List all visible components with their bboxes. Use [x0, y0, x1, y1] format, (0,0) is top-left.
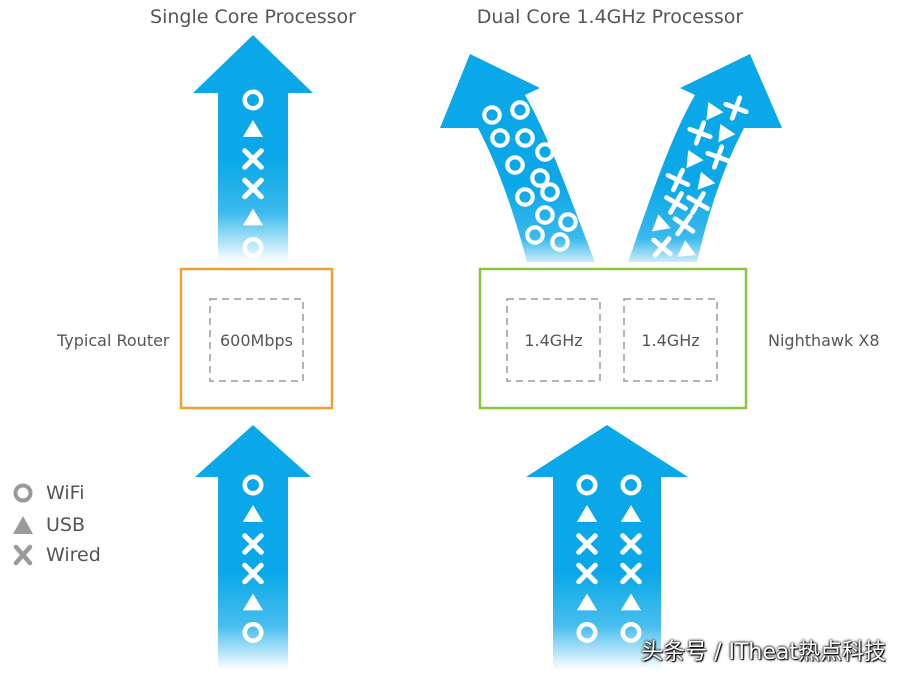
nighthawk-box	[478, 267, 748, 410]
circle-icon	[242, 474, 264, 496]
x-icon	[686, 191, 710, 215]
legend-item-wifi: WiFi	[10, 480, 84, 506]
dual-right-curved-arrow	[628, 54, 782, 262]
x-icon	[242, 148, 264, 170]
triangle-icon	[697, 171, 716, 190]
circle-icon	[242, 237, 264, 258]
circle-icon	[490, 128, 510, 148]
circle-icon	[482, 105, 502, 125]
typical-router-core	[209, 298, 304, 382]
triangle-icon	[677, 240, 697, 257]
x-icon	[705, 144, 731, 170]
x-icon	[242, 533, 264, 555]
x-icon	[576, 562, 598, 585]
circle-icon	[515, 187, 535, 207]
triangle-icon	[10, 514, 36, 536]
legend-label: Wired	[46, 544, 101, 566]
x-icon	[620, 533, 642, 555]
circle-icon	[525, 225, 545, 245]
triangle-icon	[576, 505, 598, 522]
legend-label: USB	[46, 514, 86, 536]
circle-icon	[535, 142, 555, 162]
circle-icon	[540, 182, 560, 202]
circle-icon	[515, 128, 535, 148]
triangle-icon	[242, 120, 264, 137]
x-icon	[665, 167, 691, 193]
x-icon	[620, 562, 642, 585]
x-icon	[242, 562, 264, 585]
triangle-icon	[242, 593, 264, 611]
nighthawk-label: Nighthawk X8	[768, 331, 880, 350]
triangle-icon	[620, 505, 642, 522]
triangle-icon	[242, 208, 264, 226]
typical-router-label: Typical Router	[57, 331, 170, 350]
triangle-icon	[651, 214, 671, 232]
x-icon	[651, 236, 673, 258]
circle-icon	[530, 168, 550, 188]
circle-icon	[242, 622, 264, 643]
triangle-icon	[686, 150, 704, 169]
x-icon	[672, 213, 696, 237]
x-icon	[664, 191, 688, 215]
nighthawk-core-2-speed: 1.4GHz	[641, 331, 700, 350]
circle-icon	[620, 622, 642, 643]
triangle-icon	[242, 505, 264, 522]
nighthawk-core-1-speed: 1.4GHz	[524, 331, 583, 350]
watermark: 头条号 / ITheat热点科技	[641, 640, 886, 665]
x-icon	[723, 95, 749, 121]
x-icon	[10, 544, 36, 566]
circle-icon	[535, 205, 555, 225]
circle-icon	[550, 232, 570, 252]
triangle-icon	[706, 102, 724, 121]
circle-icon	[510, 100, 530, 120]
x-icon	[687, 120, 713, 146]
circle-icon	[505, 155, 525, 175]
typical-router-box	[179, 267, 334, 410]
x-icon	[576, 533, 598, 555]
nighthawk-core-1	[506, 298, 601, 382]
title-single-core: Single Core Processor	[150, 6, 356, 28]
nighthawk-core-2	[623, 298, 718, 382]
circle-icon	[576, 622, 598, 643]
legend-label: WiFi	[46, 482, 85, 504]
triangle-icon	[620, 593, 642, 611]
typical-core-speed: 600Mbps	[220, 331, 293, 350]
circle-icon	[576, 474, 598, 496]
legend-item-wired: Wired	[10, 542, 101, 568]
triangle-icon	[576, 593, 598, 611]
title-dual-core: Dual Core 1.4GHz Processor	[476, 6, 744, 28]
legend-item-usb: USB	[10, 512, 85, 538]
circle-icon	[242, 89, 264, 111]
x-icon	[242, 177, 264, 200]
circle-icon	[558, 212, 578, 232]
circle-icon	[10, 482, 36, 504]
triangle-icon	[718, 124, 736, 143]
circle-icon	[620, 474, 642, 496]
dual-in-arrow	[526, 425, 688, 670]
single-out-arrow	[193, 35, 313, 262]
